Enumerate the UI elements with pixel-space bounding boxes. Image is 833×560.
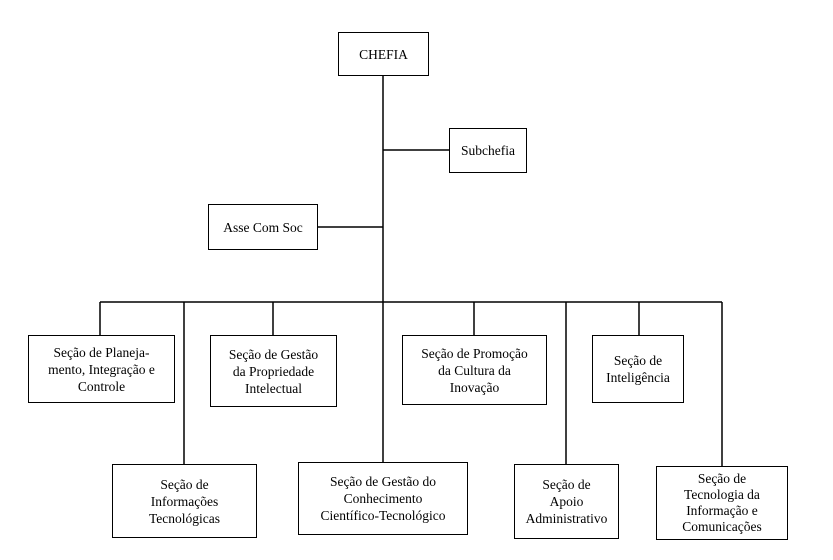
apoio-box: Seção de Apoio Administrativo	[514, 464, 619, 539]
asse-com-soc-box: Asse Com Soc	[208, 204, 318, 250]
promocao-box: Seção de Promoção da Cultura da Inovação	[402, 335, 547, 405]
informacoes-box: Seção de Informações Tecnológicas	[112, 464, 257, 538]
conhecimento-box: Seção de Gestão do Conhecimento Científi…	[298, 462, 468, 535]
propriedade-box: Seção de Gestão da Propriedade Intelectu…	[210, 335, 337, 407]
inteligencia-box: Seção de Inteligência	[592, 335, 684, 403]
subchefia-box: Subchefia	[449, 128, 527, 173]
planejamento-box: Seção de Planeja- mento, Integração e Co…	[28, 335, 175, 403]
chefia-box: CHEFIA	[338, 32, 429, 76]
tecnologia-box: Seção de Tecnologia da Informação e Comu…	[656, 466, 788, 540]
